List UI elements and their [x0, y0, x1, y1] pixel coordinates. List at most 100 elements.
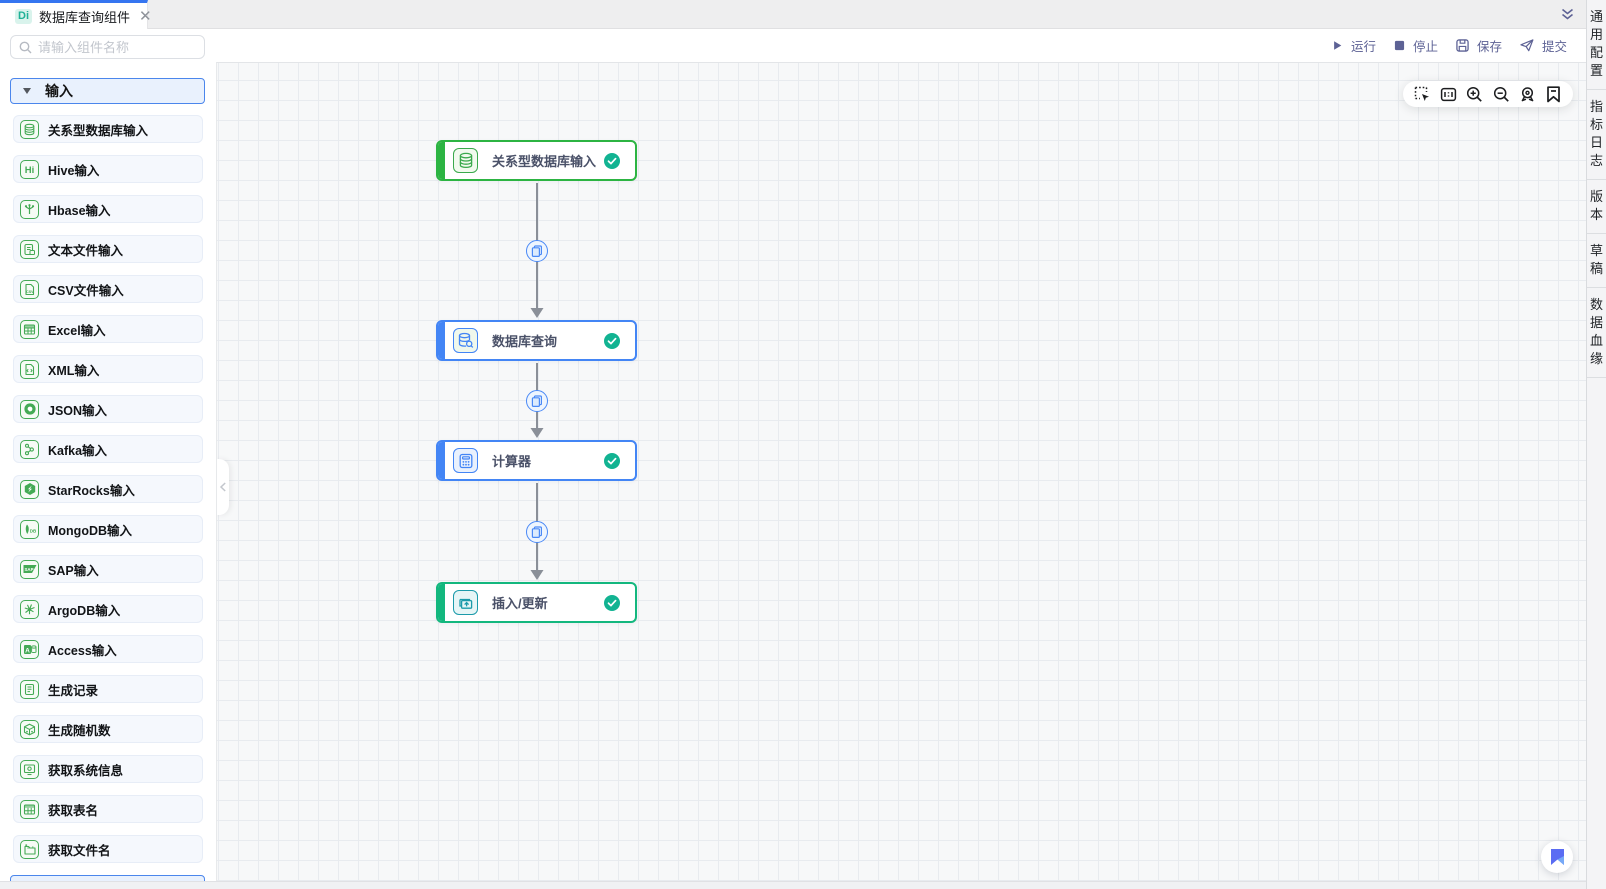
node-accent-bar [438, 142, 445, 179]
component-item[interactable]: 生成记录 [13, 675, 203, 703]
dock-item-draft[interactable]: 草稿 [1587, 234, 1606, 288]
component-item[interactable]: Excel输入 [13, 315, 203, 343]
component-item[interactable]: 关系型数据库输入 [13, 115, 203, 143]
copy-icon [531, 394, 543, 407]
dock-item-general-config[interactable]: 通用配置 [1587, 0, 1606, 90]
node-label: 计算器 [492, 454, 532, 469]
edge-copy-badge[interactable] [526, 520, 548, 543]
component-item[interactable]: 获取表名 [13, 795, 203, 823]
component-item-label: Hbase输入 [48, 203, 111, 218]
component-item[interactable]: XML输入 [13, 355, 203, 383]
dock-item-label: 版本 [1589, 189, 1603, 222]
node-database-search-icon [453, 328, 478, 353]
json-icon [20, 399, 39, 419]
bookmark-ribbon-icon [1550, 848, 1565, 866]
svg-text:SAP: SAP [24, 567, 33, 572]
search-input[interactable] [38, 39, 196, 55]
component-item[interactable]: StarRocks输入 [13, 475, 203, 503]
run-button[interactable]: 运行 [1332, 36, 1376, 55]
component-item-label: Kafka输入 [48, 443, 108, 458]
flow-node[interactable]: 计算器 [436, 440, 637, 481]
sidebar-collapse-handle[interactable] [217, 459, 229, 515]
run-toolbar: 运行 停止 保存提交 [0, 29, 1586, 62]
component-item[interactable]: ArgoDB输入 [13, 595, 203, 623]
edge-copy-badge[interactable] [526, 239, 548, 262]
double-chevron-down-icon[interactable] [1559, 6, 1576, 23]
component-item[interactable]: 获取文件名 [13, 835, 203, 863]
section-header-input[interactable]: 输入 [10, 78, 205, 104]
bookmark-icon[interactable] [1545, 85, 1563, 103]
canvas-toolbar [1403, 81, 1573, 107]
dock-item-version[interactable]: 版本 [1587, 180, 1606, 234]
node-accent-bar [438, 584, 445, 621]
component-item-label: 文本文件输入 [48, 243, 124, 258]
run-label: 运行 [1350, 40, 1376, 54]
flow-edges [530, 183, 544, 580]
marquee-select-icon[interactable] [1413, 85, 1431, 103]
stop-button[interactable]: 停止 [1394, 36, 1438, 55]
tab-title: 数据库查询组件 [39, 9, 131, 25]
dock-item-data-lineage[interactable]: 数据血缘 [1587, 288, 1606, 378]
bookmark-fab[interactable] [1541, 841, 1573, 873]
tab-close-icon[interactable]: ✕ [139, 7, 152, 25]
svg-text:A: A [25, 647, 30, 654]
excel-icon [20, 319, 39, 339]
flow-node[interactable]: 关系型数据库输入 [436, 140, 637, 181]
search-icon [19, 41, 32, 54]
component-item-label: StarRocks输入 [48, 483, 135, 498]
dock-item-label: 指标日志 [1589, 99, 1603, 168]
edge-copy-badge[interactable] [526, 389, 548, 412]
component-item[interactable]: Hbase输入 [13, 195, 203, 223]
node-label: 插入/更新 [492, 596, 548, 611]
zoom-in-icon[interactable] [1466, 85, 1484, 103]
svg-text:Hi: Hi [25, 165, 35, 176]
component-search[interactable] [10, 35, 205, 59]
hbase-icon [20, 199, 39, 219]
hive-icon: Hi [20, 159, 39, 179]
node-accent-bar [438, 322, 445, 359]
component-item[interactable]: Kafka输入 [13, 435, 203, 463]
component-item-label: 关系型数据库输入 [48, 123, 149, 138]
check-circle-icon [604, 152, 620, 169]
flow-node[interactable]: 插入/更新 [436, 582, 637, 623]
chevron-down-triangle-icon [23, 88, 31, 94]
tab-database-query-component[interactable]: Di 数据库查询组件 ✕ [0, 0, 152, 29]
component-item[interactable]: 获取系统信息 [13, 755, 203, 783]
node-label: 数据库查询 [492, 334, 558, 349]
check-circle-icon [604, 594, 620, 611]
svg-text:CSV: CSV [26, 289, 34, 293]
component-item[interactable]: JSON输入 [13, 395, 203, 423]
save-button[interactable]: 保存 [1456, 36, 1502, 55]
submit-button[interactable]: 提交 [1520, 36, 1567, 55]
section-header-next-partial[interactable] [10, 875, 205, 881]
fit-view-icon[interactable] [1439, 85, 1457, 103]
bottom-status-strip [0, 881, 1586, 889]
section-label: 输入 [45, 83, 73, 99]
component-item[interactable]: 生成随机数 [13, 715, 203, 743]
access-icon: A [20, 639, 39, 659]
component-item-label: CSV文件输入 [48, 283, 124, 298]
stop-label: 停止 [1412, 40, 1438, 54]
check-circle-icon [604, 452, 620, 469]
component-item[interactable]: 文本文件输入 [13, 235, 203, 263]
dock-item-metric-log[interactable]: 指标日志 [1587, 90, 1606, 180]
node-calculator-icon [453, 448, 478, 473]
tab-bar: Di 数据库查询组件 ✕ [0, 0, 1586, 29]
argodb-icon [20, 599, 39, 619]
csv-file-icon: CSV [20, 279, 39, 299]
zoom-out-icon[interactable] [1492, 85, 1510, 103]
flow-node[interactable]: 数据库查询 [436, 320, 637, 361]
chevron-left-icon [219, 482, 227, 492]
flow-canvas[interactable]: 关系型数据库输入数据库查询计算器插入/更新 [216, 62, 1586, 881]
dock-item-label: 数据血缘 [1589, 297, 1603, 366]
stop-icon [1394, 40, 1405, 51]
component-item[interactable]: CSV CSV文件输入 [13, 275, 203, 303]
component-item-label: 生成随机数 [48, 723, 111, 738]
locate-icon[interactable] [1519, 85, 1537, 103]
